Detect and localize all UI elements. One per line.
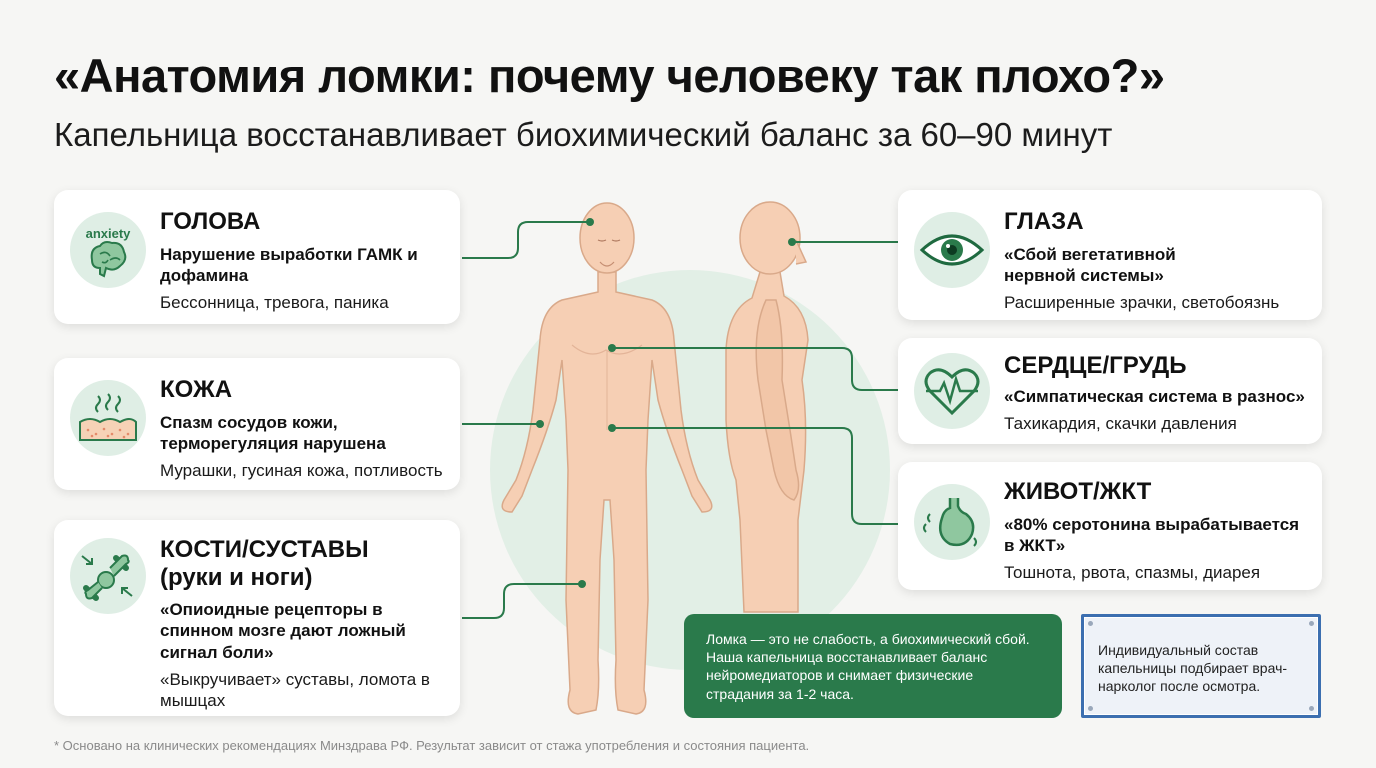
heart-pulse-icon [914, 353, 990, 429]
card-head: anxiety ГОЛОВА Нарушение выработки ГАМК … [54, 190, 460, 324]
side-torso [725, 271, 809, 613]
connector-head [462, 221, 590, 259]
eye-icon [914, 212, 990, 288]
plaque-text: Индивидуальный состав капельницы подбира… [1098, 642, 1288, 695]
side-body-figure [725, 201, 809, 613]
front-torso [501, 271, 713, 715]
card-eyes-sub: Расширенные зрачки, светобоязнь [1004, 293, 1280, 313]
card-bones-title: КОСТИ/СУСТАВЫ (руки и ноги) [160, 536, 369, 591]
card-bones-main: «Опиоидные рецепторы в спинном мозге даю… [160, 600, 406, 662]
card-eyes-main: «Сбой вегетативной нервной системы» [1004, 244, 1176, 285]
card-stomach-main: «80% серотонина вырабатывается в ЖКТ» [1004, 514, 1300, 555]
card-head-sub: Бессонница, тревога, паника [160, 293, 389, 313]
card-skin-main: Спазм сосудов кожи, терморегуляция наруш… [160, 412, 386, 453]
side-head [739, 201, 801, 275]
joint-icon [70, 538, 146, 614]
connector-heart [612, 347, 898, 391]
svg-text:anxiety: anxiety [86, 226, 132, 241]
card-eyes: ГЛАЗА «Сбой вегетативной нервной системы… [898, 190, 1322, 320]
card-skin: КОЖА Спазм сосудов кожи, терморегуляция … [54, 358, 460, 490]
page-title: «Анатомия ломки: почему человеку так пло… [54, 49, 1165, 102]
card-stomach: ЖИВОТ/ЖКТ «80% серотонина вырабатывается… [898, 462, 1322, 590]
info-note-plaque: Индивидуальный состав капельницы подбира… [1081, 614, 1321, 718]
connector-bones [462, 583, 582, 619]
card-heart: СЕРДЦЕ/ГРУДЬ «Симпатическая система в ра… [898, 338, 1322, 444]
card-stomach-sub: Тошнота, рвота, спазмы, диарея [1004, 563, 1261, 583]
card-heart-sub: Тахикардия, скачки давления [1004, 413, 1237, 433]
info-note-green: Ломка — это не слабость, а биохимический… [684, 614, 1062, 718]
card-skin-title: КОЖА [160, 376, 233, 403]
connector-lines [462, 221, 898, 619]
footnote: * Основано на клинических рекомендациях … [54, 738, 810, 753]
card-head-title: ГОЛОВА [160, 208, 261, 235]
card-bones: КОСТИ/СУСТАВЫ (руки и ноги) «Опиоидные р… [54, 520, 460, 716]
skin-layer-icon [70, 380, 146, 456]
card-skin-sub: Мурашки, гусиная кожа, потливость [160, 461, 443, 481]
card-heart-title: СЕРДЦЕ/ГРУДЬ [1004, 352, 1187, 379]
page-subtitle: Капельница восстанавливает биохимический… [54, 116, 1113, 153]
front-head [579, 202, 635, 274]
card-stomach-title: ЖИВОТ/ЖКТ [1004, 478, 1152, 505]
brain-icon: anxiety [70, 212, 146, 288]
stomach-icon [914, 484, 990, 560]
card-eyes-title: ГЛАЗА [1004, 208, 1084, 235]
connector-dots [536, 218, 796, 588]
card-bones-sub: «Выкручивает» суставы, ломота в мышцах [160, 669, 430, 711]
card-head-main: Нарушение выработки ГАМК и дофамина [160, 244, 418, 285]
connector-stomach [612, 427, 898, 525]
card-heart-main: «Симпатическая система в разнос» [1004, 386, 1305, 406]
